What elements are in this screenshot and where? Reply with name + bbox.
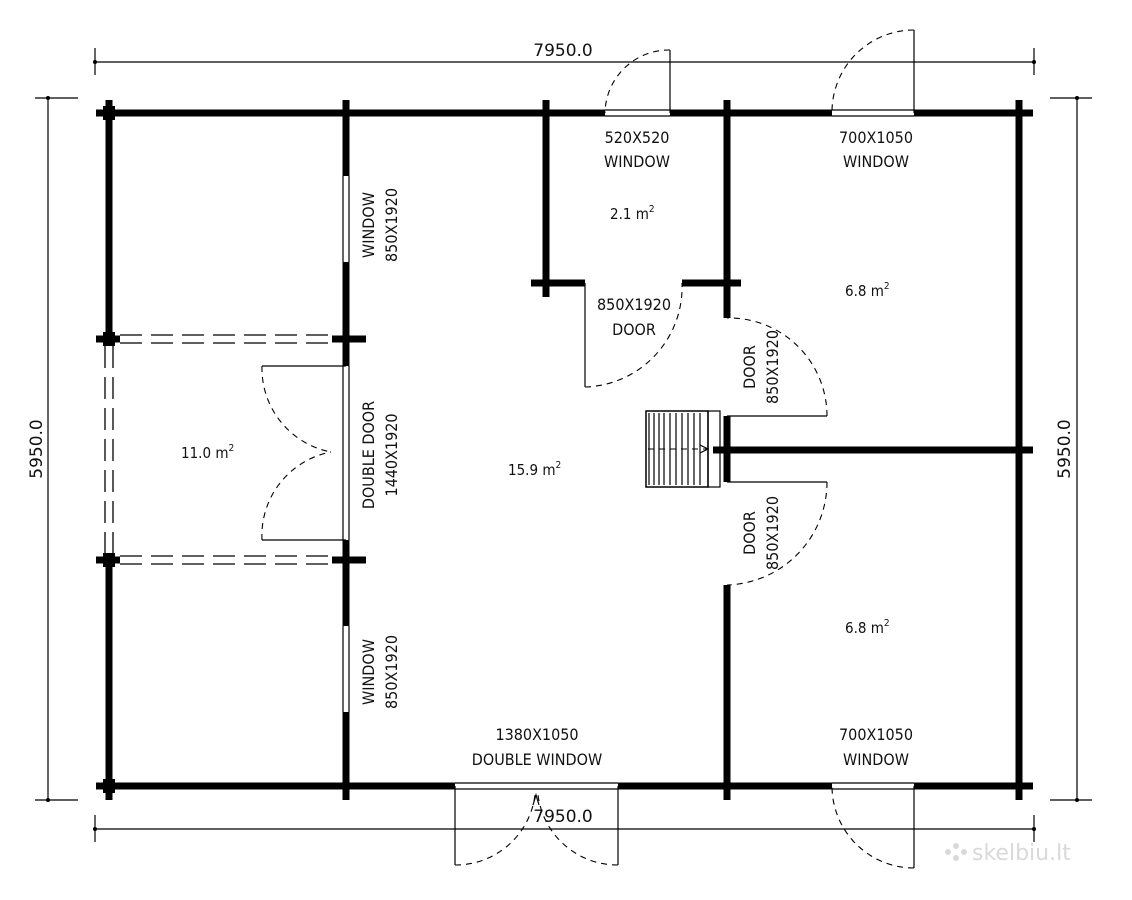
walls — [96, 100, 1033, 800]
door-storage-type: DOOR — [612, 320, 656, 339]
double-door-type: DOUBLE DOOR — [359, 401, 378, 509]
dimension-lines — [35, 48, 1092, 842]
top-width-label: 7950.0 — [533, 41, 592, 61]
door-room-bottom-type: DOOR — [740, 511, 759, 555]
door-storage-size: 850X1920 — [597, 295, 671, 314]
window-top-right-type: WINDOW — [843, 152, 909, 171]
double-door-size: 1440X1920 — [382, 413, 401, 496]
door-room-top-size: 850X1920 — [763, 330, 782, 404]
door-room-top-type: DOOR — [740, 345, 759, 389]
window-left-top-type: WINDOW — [359, 192, 378, 258]
room-area-labels: 2.1 m2 6.8 m2 6.8 m2 15.9 m2 11.0 m2 — [181, 204, 890, 637]
watermark: skelbiu.lt — [945, 841, 1071, 866]
window-left-bottom-size: 850X1920 — [382, 635, 401, 709]
watermark-text: skelbiu.lt — [972, 841, 1071, 866]
right-height-label: 5950.0 — [1055, 419, 1075, 478]
bottom-width-label: 7950.0 — [533, 807, 592, 827]
window-top-right-size: 700X1050 — [839, 128, 913, 147]
terrace-area: 11.0 m2 — [181, 443, 234, 462]
window-top-small-size: 520X520 — [605, 128, 670, 147]
window-bottom-right-type: WINDOW — [843, 750, 909, 769]
door-room-bottom-size: 850X1920 — [763, 496, 782, 570]
left-height-label: 5950.0 — [27, 419, 47, 478]
room-bottom-right-area: 6.8 m2 — [845, 618, 890, 637]
double-window-size: 1380X1050 — [495, 725, 578, 744]
window-glazing — [342, 109, 914, 790]
stairs — [645, 410, 721, 488]
window-bottom-right-size: 700X1050 — [839, 725, 913, 744]
double-window-type: DOUBLE WINDOW — [472, 750, 602, 769]
living-area: 15.9 m2 — [508, 460, 561, 479]
wall-posts — [103, 106, 115, 793]
window-left-bottom-type: WINDOW — [359, 639, 378, 705]
opening-swings — [261, 29, 915, 869]
window-left-top-size: 850X1920 — [382, 188, 401, 262]
window-top-small-type: WINDOW — [604, 152, 670, 171]
storage-area: 2.1 m2 — [610, 204, 655, 223]
opening-labels: 520X520 WINDOW 700X1050 WINDOW 700X1050 … — [359, 128, 913, 769]
room-top-right-area: 6.8 m2 — [845, 281, 890, 300]
terrace-outline — [104, 334, 332, 565]
